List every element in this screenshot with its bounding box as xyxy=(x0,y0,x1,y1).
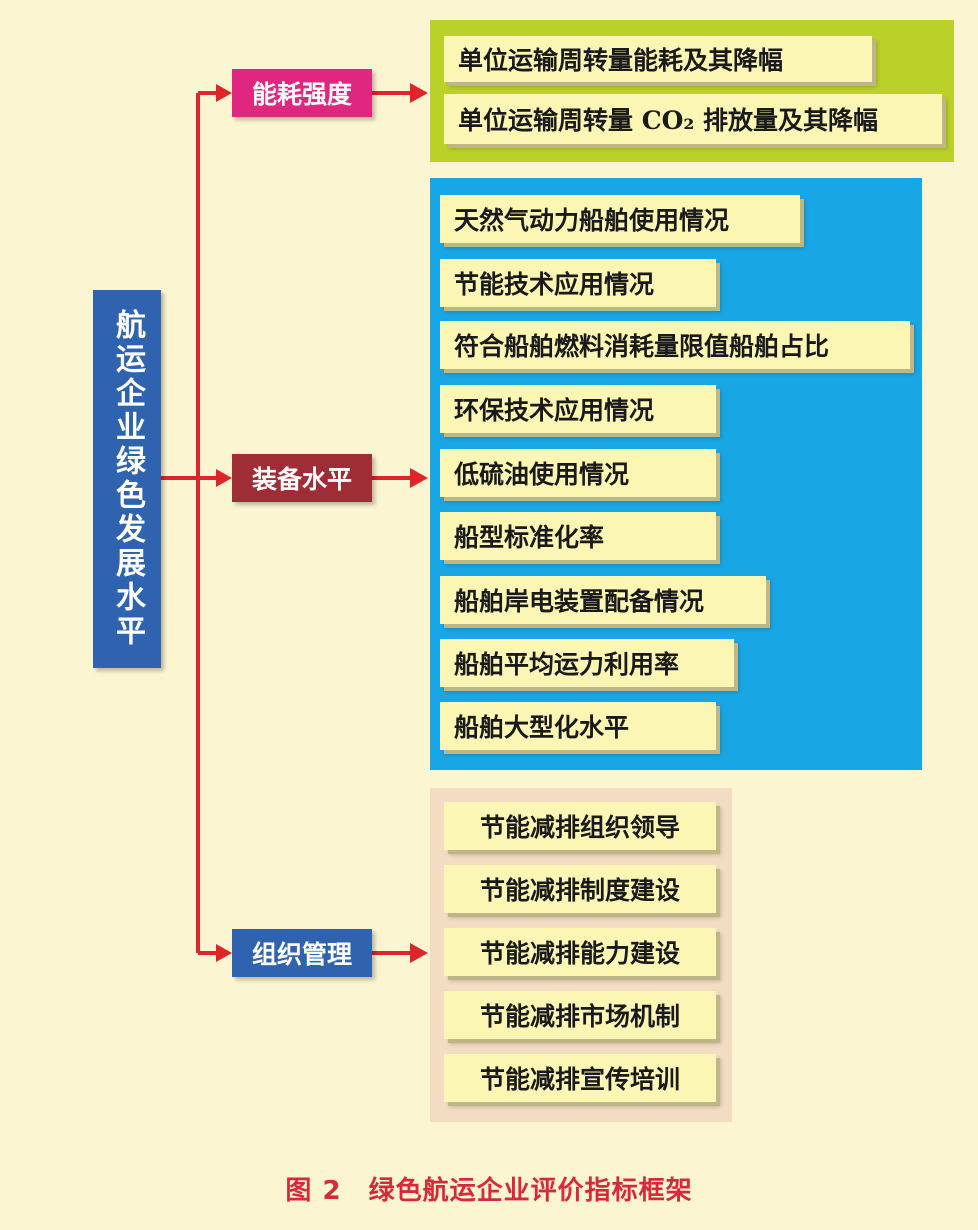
category-organization-management: 组织管理 xyxy=(232,929,372,977)
indicator-item: 单位运输周转量 CO₂ 排放量及其降幅 xyxy=(444,94,942,144)
indicator-item: 节能技术应用情况 xyxy=(440,259,716,307)
arrowhead-equipment xyxy=(216,469,232,487)
indicator-item: 符合船舶燃料消耗量限值船舶占比 xyxy=(440,321,910,369)
indicator-item: 节能减排宣传培训 xyxy=(444,1054,716,1102)
indicator-item: 节能减排市场机制 xyxy=(444,991,716,1039)
panel-equipment-level: 天然气动力船舶使用情况 节能技术应用情况 符合船舶燃料消耗量限值船舶占比 环保技… xyxy=(430,178,922,770)
indicator-item: 船舶平均运力利用率 xyxy=(440,639,734,687)
indicator-item: 船舶岸电装置配备情况 xyxy=(440,576,766,624)
arrowhead-management xyxy=(216,944,232,962)
category-energy-intensity: 能耗强度 xyxy=(232,69,372,117)
indicator-item: 节能减排制度建设 xyxy=(444,865,716,913)
indicator-item: 船舶大型化水平 xyxy=(440,702,716,750)
category-equipment-level: 装备水平 xyxy=(232,454,372,502)
panel-organization-management: 节能减排组织领导 节能减排制度建设 节能减排能力建设 节能减排市场机制 节能减排… xyxy=(430,788,732,1122)
indicator-item: 船型标准化率 xyxy=(440,512,716,560)
figure-caption: 图 2 绿色航运企业评价指标框架 xyxy=(285,1175,693,1206)
arrowhead-energy-panel xyxy=(410,83,428,103)
indicator-item: 天然气动力船舶使用情况 xyxy=(440,195,800,243)
arrowhead-management-panel xyxy=(410,943,428,963)
root-node: 航运企业绿色发展水平 xyxy=(93,290,161,668)
indicator-item: 环保技术应用情况 xyxy=(440,385,716,433)
arrowhead-energy xyxy=(216,84,232,102)
indicator-item: 单位运输周转量能耗及其降幅 xyxy=(444,36,872,82)
arrowhead-equipment-panel xyxy=(410,468,428,488)
indicator-item: 低硫油使用情况 xyxy=(440,449,716,497)
indicator-item: 节能减排组织领导 xyxy=(444,802,716,850)
panel-energy-intensity: 单位运输周转量能耗及其降幅 单位运输周转量 CO₂ 排放量及其降幅 xyxy=(430,20,954,162)
indicator-item: 节能减排能力建设 xyxy=(444,928,716,976)
